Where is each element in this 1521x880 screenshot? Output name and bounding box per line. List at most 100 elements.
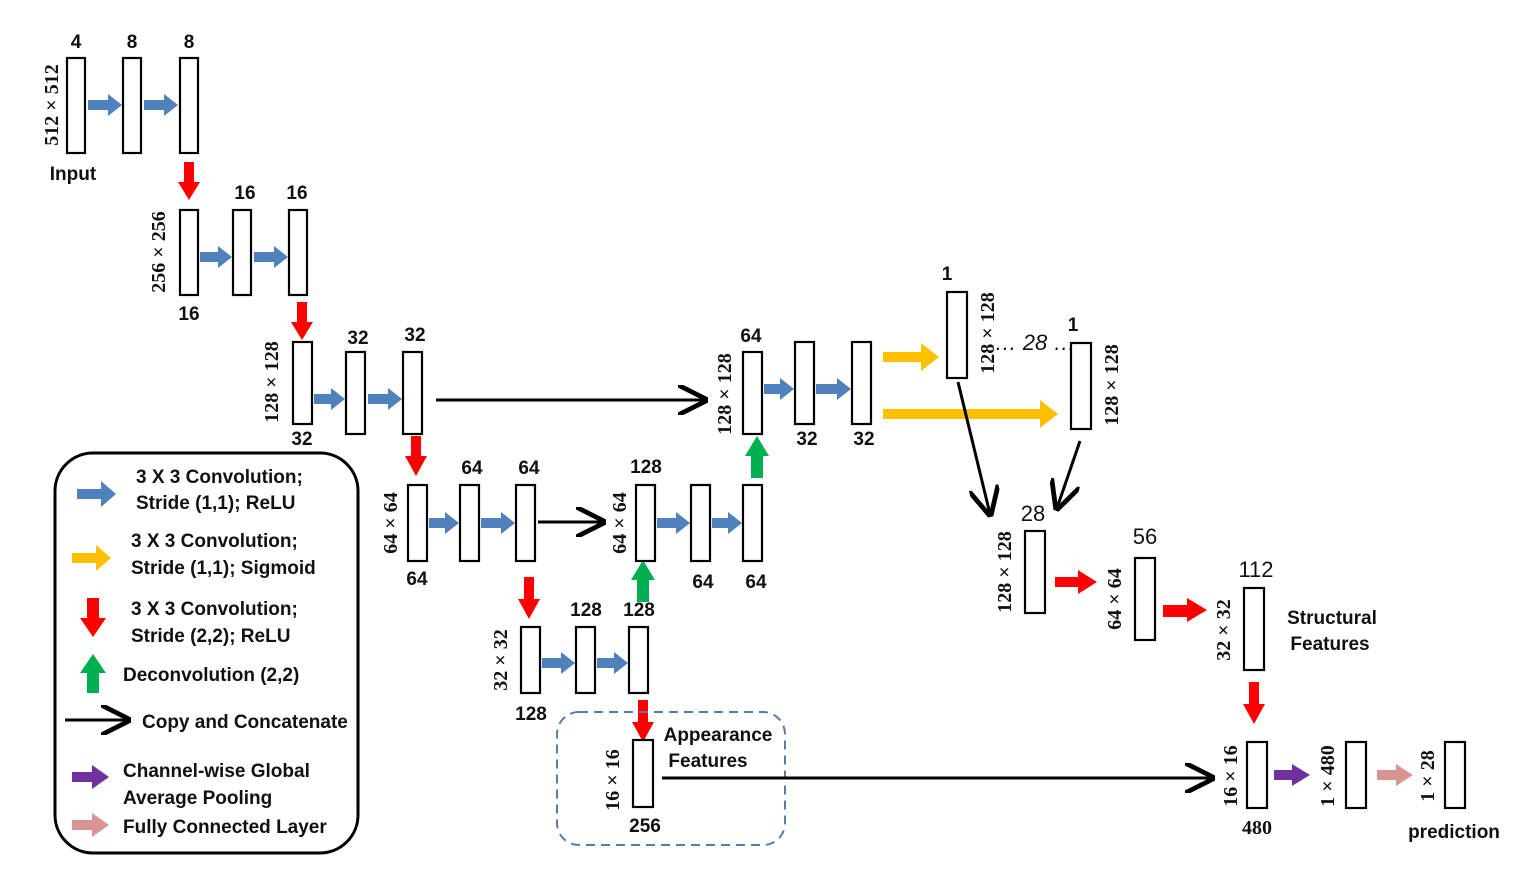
encoder-block-4: 64 × 64 64 64 64 [380, 458, 540, 590]
legend-item-deconv: Deconvolution (2,2) [80, 654, 299, 693]
fmap-f1 [1245, 740, 1269, 810]
fmap-d3-1 [741, 350, 764, 436]
prediction-vector: 1 × 28 prediction [1408, 740, 1500, 843]
ch-r1: 28 [1021, 501, 1045, 526]
ch-b3-1: 32 [291, 429, 312, 450]
legend: 3 X 3 Convolution; Stride (1,1); ReLU 3 … [53, 451, 360, 855]
fmap-b2-1 [178, 208, 200, 297]
legend-copy: Copy and Concatenate [142, 712, 348, 733]
ch-b2-3: 16 [286, 183, 307, 204]
red-arrow [632, 700, 654, 742]
ch-b5-1: 128 [515, 704, 547, 725]
blue-arrow [77, 481, 116, 507]
red-arrow [518, 577, 540, 619]
fmap-b4-1 [406, 483, 429, 563]
red-arrow [405, 436, 427, 476]
legend-conv-sigmoid-2: Stride (1,1); Sigmoid [131, 558, 316, 579]
ch-d4-3: 64 [745, 572, 767, 593]
legend-deconv: Deconvolution (2,2) [123, 665, 299, 686]
blue-arrow [429, 512, 459, 534]
decoder-block-128: 128 × 128 64 32 32 [714, 326, 875, 450]
legend-item-conv-stride2: 3 X 3 Convolution; Stride (2,2); ReLU [80, 598, 298, 647]
pink-arrow [1377, 764, 1413, 786]
structural-map-1: 28 128 × 128 [994, 501, 1047, 615]
fmap-d4-3 [741, 483, 764, 563]
blue-arrow [314, 388, 345, 410]
blue-arrow [368, 388, 402, 410]
blue-arrow [200, 246, 232, 268]
ch-b3-2: 32 [347, 328, 368, 349]
blue-arrow [144, 94, 178, 116]
size-d4: 64 × 64 [609, 492, 631, 553]
legend-item-gap: Channel-wise Global Average Pooling [72, 761, 310, 809]
green-arrow [745, 436, 769, 478]
red-arrow [1055, 570, 1097, 594]
purple-arrow [72, 765, 109, 789]
legend-conv-relu-1: 3 X 3 Convolution; [136, 467, 303, 488]
size-b1: 512 × 512 [41, 64, 63, 145]
ch-b5-3: 128 [623, 600, 655, 621]
size-f3: 1 × 28 [1417, 750, 1439, 801]
legend-item-conv-relu: 3 X 3 Convolution; Stride (1,1); ReLU [77, 467, 303, 514]
legend-fc: Fully Connected Layer [123, 817, 327, 838]
concat-arrow-s1 [956, 381, 990, 514]
legend-conv-sigmoid-1: 3 X 3 Convolution; [131, 531, 298, 552]
legend-item-copy: Copy and Concatenate [65, 712, 348, 733]
blue-arrow [481, 512, 515, 534]
legend-frame [53, 451, 360, 855]
fmap-b3-1 [291, 340, 314, 426]
legend-item-conv-sigmoid: 3 X 3 Convolution; Stride (1,1); Sigmoid [72, 531, 316, 579]
red-arrow [178, 162, 200, 200]
fmap-d4-2 [689, 483, 712, 563]
legend-conv-s2-1: 3 X 3 Convolution; [131, 599, 298, 620]
ch-b1-3: 8 [184, 32, 195, 53]
ch-b2-1: 16 [178, 304, 199, 325]
structural-label-1: Structural [1287, 608, 1377, 629]
fmap-d3-3 [850, 340, 873, 426]
pooled-vector: 1 × 480 [1317, 740, 1368, 810]
blue-arrow [657, 512, 690, 534]
channel-ellipsis-28: … 28 … [995, 330, 1076, 355]
size-r3: 32 × 32 [1213, 599, 1235, 660]
size-d3: 128 × 128 [714, 353, 736, 434]
size-b5: 32 × 32 [490, 629, 512, 690]
size-r2: 64 × 64 [1104, 568, 1126, 629]
blue-arrow [254, 246, 288, 268]
fmap-b5-1 [519, 625, 542, 695]
decoder-block-64: 64 × 64 128 64 64 [609, 457, 767, 593]
legend-gap-2: Average Pooling [123, 788, 272, 809]
blue-arrow [764, 378, 794, 400]
fmap-s2 [1069, 341, 1093, 431]
ch-b1-1: 4 [71, 32, 82, 53]
size-f2: 1 × 480 [1317, 745, 1339, 806]
fused-features: 16 × 16 480 [1220, 740, 1272, 839]
ch-d4-1: 128 [630, 457, 662, 478]
ch-b4-1: 64 [406, 569, 428, 590]
fmap-d3-2 [793, 340, 816, 426]
fmap-b4-2 [458, 483, 481, 563]
sigmoid-map-1: 1 128 × 128 [942, 264, 999, 380]
size-b6: 16 × 16 [602, 749, 624, 810]
encoder-block-1: 512 × 512 4 8 8 Input [41, 32, 200, 185]
red-arrow [291, 302, 313, 340]
fmap-f2 [1344, 740, 1368, 810]
blue-arrow [542, 652, 575, 674]
fmap-b5-3 [627, 625, 650, 695]
blue-arrow [88, 94, 122, 116]
fmap-b6 [631, 738, 655, 809]
ch-d3-1: 64 [740, 326, 762, 347]
ch-b2-2: 16 [234, 183, 255, 204]
encoder-block-3: 128 × 128 32 32 32 [261, 325, 426, 450]
purple-arrow [1274, 764, 1310, 786]
fmap-b1-1 [65, 56, 87, 155]
ch-f1: 480 [1242, 817, 1272, 839]
ch-r2: 56 [1133, 524, 1157, 549]
fmap-b3-3 [401, 350, 424, 436]
concat-arrow-s2 [1057, 440, 1082, 508]
encoder-block-2: 256 × 256 16 16 16 [148, 183, 309, 325]
fmap-b4-3 [514, 483, 537, 563]
ch-b1-2: 8 [127, 32, 138, 53]
appearance-features-group: 16 × 16 256 Appearance Features [556, 711, 786, 846]
sigmoid-map-2: 1 128 × 128 [1068, 315, 1123, 431]
yellow-arrow [883, 400, 1058, 428]
